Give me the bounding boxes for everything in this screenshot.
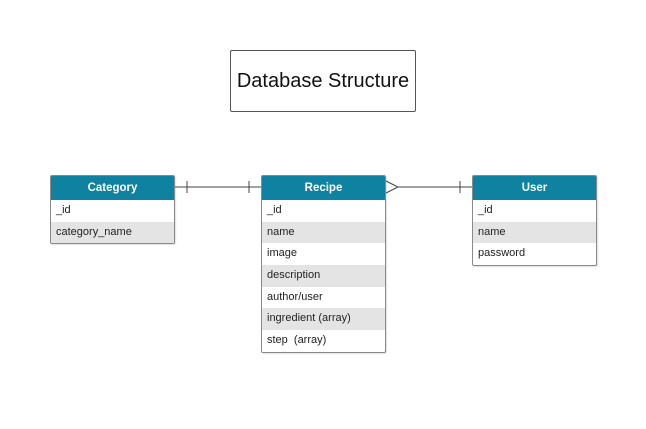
entity-header-recipe: Recipe — [262, 176, 385, 200]
field-row: step (array) — [267, 334, 327, 347]
field-row: category_name — [51, 221, 174, 244]
field-row: image — [267, 247, 297, 260]
entity-recipe[interactable]: Recipe _id name image description author… — [261, 175, 386, 353]
entity-user[interactable]: User _id name password — [472, 175, 597, 267]
field-row: author/user — [267, 290, 323, 303]
field-row: description — [262, 265, 385, 287]
many-marker-crowfoot — [385, 180, 400, 194]
entity-category[interactable]: Category _id category_name — [50, 175, 175, 245]
diagram-title: Database Structure — [230, 50, 416, 112]
entity-header-user: User — [473, 176, 596, 200]
field-row: _id — [267, 204, 282, 216]
entity-header-category: Category — [51, 176, 174, 200]
field-row: password — [478, 247, 526, 260]
field-row: ingredient (array) — [262, 308, 385, 331]
field-row: name — [262, 221, 385, 244]
field-row: _id — [56, 204, 71, 216]
relationship-recipe-user — [385, 180, 472, 194]
field-row: name — [473, 221, 596, 244]
relationship-category-recipe — [175, 181, 261, 193]
field-row: _id — [478, 204, 493, 216]
